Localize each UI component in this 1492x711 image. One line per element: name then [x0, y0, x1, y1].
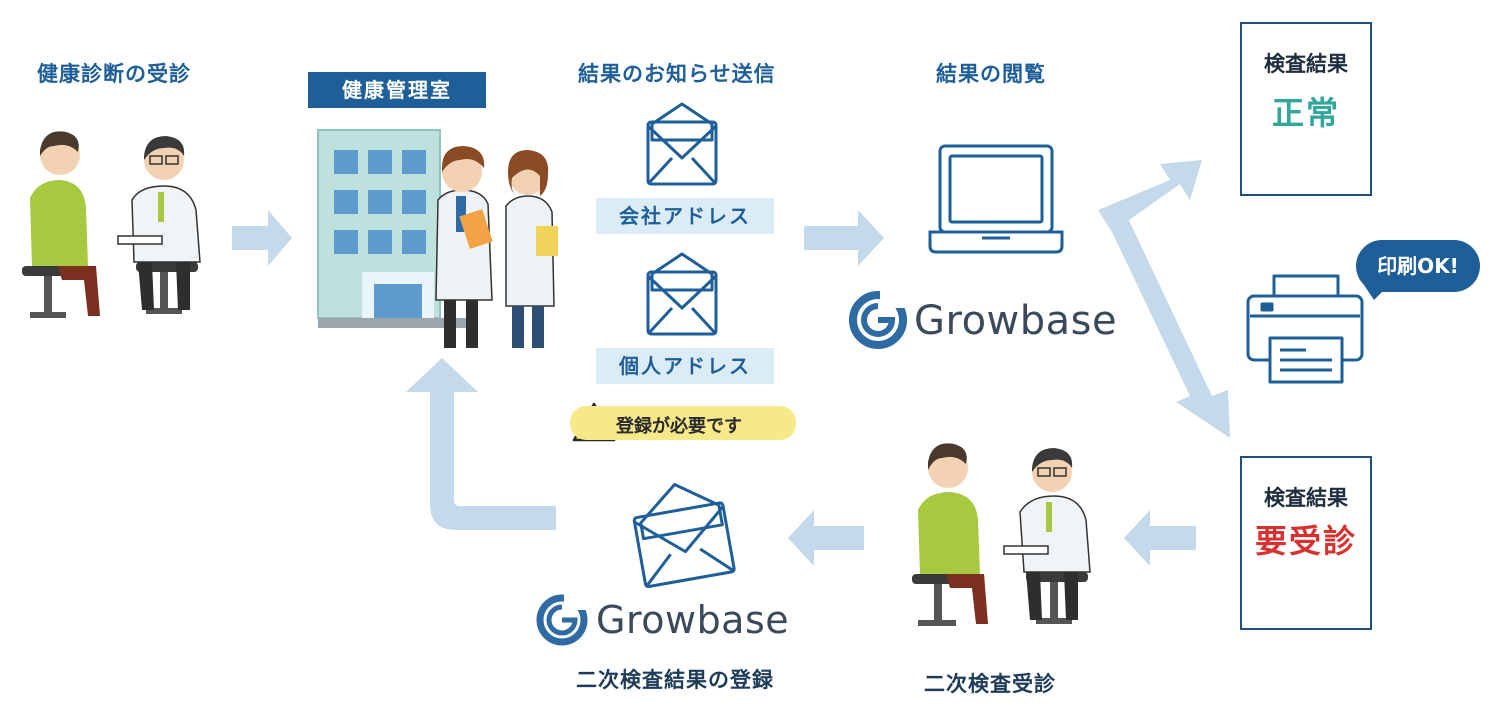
registration-warning: 登録が必要です — [570, 406, 796, 440]
result-alert-doc: 検査結果 要受診 — [1240, 456, 1372, 630]
result-alert-title: 検査結果 — [1264, 486, 1348, 510]
arrow-alert-to-exam — [1124, 510, 1196, 566]
step-secondary-reg-label: 二次検査結果の登録 — [576, 668, 774, 692]
step-notify-label: 結果のお知らせ送信 — [578, 62, 776, 86]
envelope-company-icon — [646, 102, 718, 186]
registration-warning-text: 登録が必要です — [616, 416, 742, 437]
growbase-brand-2: Growbase — [596, 598, 790, 642]
step-view-label: 結果の閲覧 — [936, 62, 1046, 86]
result-alert-status: 要受診 — [1254, 522, 1357, 560]
arrow-notify-to-view — [804, 210, 884, 266]
personal-address-tag: 個人アドレス — [596, 348, 774, 384]
growbase-brand-1: Growbase — [914, 298, 1118, 344]
flow-arrows — [232, 160, 1230, 566]
print-ok-bubble: 印刷OK! — [1356, 240, 1480, 292]
step-secondary-exam-label: 二次検査受診 — [924, 672, 1056, 696]
arrow-checkup-to-office — [232, 210, 292, 266]
company-address-tag: 会社アドレス — [596, 198, 774, 234]
office-staff-illustration — [435, 146, 558, 348]
printer-icon — [1246, 274, 1364, 384]
arrow-exam-to-reg — [788, 510, 864, 566]
envelope-personal-icon — [646, 252, 718, 336]
building-icon — [317, 129, 468, 328]
step-checkup-label: 健康診断の受診 — [37, 62, 191, 86]
envelope-secondary-icon — [632, 482, 736, 589]
arrow-to-alert — [1098, 210, 1230, 438]
result-normal-doc: 検査結果 正常 — [1240, 22, 1372, 196]
secondary-exam-illustration — [912, 443, 1091, 626]
result-normal-title: 検査結果 — [1264, 52, 1348, 76]
result-normal-status: 正常 — [1271, 94, 1340, 132]
growbase-logo-icon-1 — [849, 290, 907, 349]
checkup-illustration — [22, 131, 201, 318]
arrow-reg-to-office — [406, 358, 556, 530]
office-tag: 健康管理室 — [308, 72, 486, 108]
growbase-logo-icon-2 — [536, 594, 588, 646]
laptop-icon — [928, 144, 1064, 254]
